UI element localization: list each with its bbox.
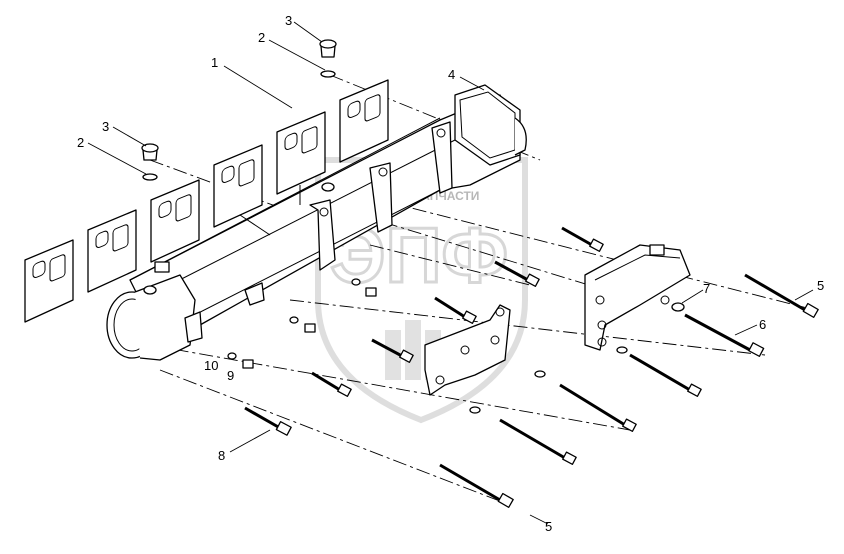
bolt-5-lower: [439, 463, 514, 508]
bolt-5-upper: [744, 273, 819, 318]
washer: [616, 346, 628, 354]
bolt: [629, 353, 702, 397]
washer: [469, 406, 481, 414]
bolt: [499, 418, 577, 465]
callout-3-lower: 3: [102, 119, 109, 134]
plug-left: [141, 143, 159, 181]
washer-10: [227, 352, 237, 360]
short-bolt-9: [242, 359, 254, 369]
bolt: [434, 296, 477, 324]
bolt-6: [684, 313, 765, 357]
callout-5-upper: 5: [817, 278, 824, 293]
exhaust-manifold: [106, 94, 521, 361]
callout-7: 7: [703, 281, 710, 296]
plug-right: [319, 39, 337, 78]
gasket: [87, 209, 137, 293]
gasket: [276, 111, 326, 195]
support-bracket-right: [584, 244, 691, 351]
bolt-8: [244, 406, 292, 436]
callout-6: 6: [759, 317, 766, 332]
callout-1: 1: [211, 55, 218, 70]
washer: [534, 370, 546, 378]
gasket: [150, 179, 200, 263]
callout-3-upper: 3: [285, 13, 292, 28]
bolt: [559, 383, 637, 432]
callout-5-lower: 5: [545, 519, 552, 534]
callout-2-upper: 2: [258, 30, 265, 45]
gasket: [24, 239, 74, 323]
callout-labels: 1 2 2 3 3 4 5 5 6 7 8 9 10: [77, 13, 824, 534]
callout-9: 9: [227, 368, 234, 383]
outlet-housing: [454, 84, 527, 166]
callout-4: 4: [448, 67, 455, 82]
washer-7: [671, 302, 685, 312]
short-bolt: [289, 316, 316, 333]
bolt: [494, 260, 540, 287]
leader-lines: [87, 21, 814, 525]
callout-10: 10: [204, 358, 218, 373]
support-bracket-center: [424, 304, 511, 396]
gasket-group: [24, 79, 389, 323]
short-bolt: [351, 278, 377, 297]
gasket: [213, 144, 263, 228]
bolts: [227, 226, 819, 508]
callout-2-lower: 2: [77, 135, 84, 150]
bolt: [561, 226, 604, 252]
bolt: [371, 338, 414, 363]
gasket: [339, 79, 389, 163]
callout-8: 8: [218, 448, 225, 463]
bolt: [311, 371, 352, 397]
